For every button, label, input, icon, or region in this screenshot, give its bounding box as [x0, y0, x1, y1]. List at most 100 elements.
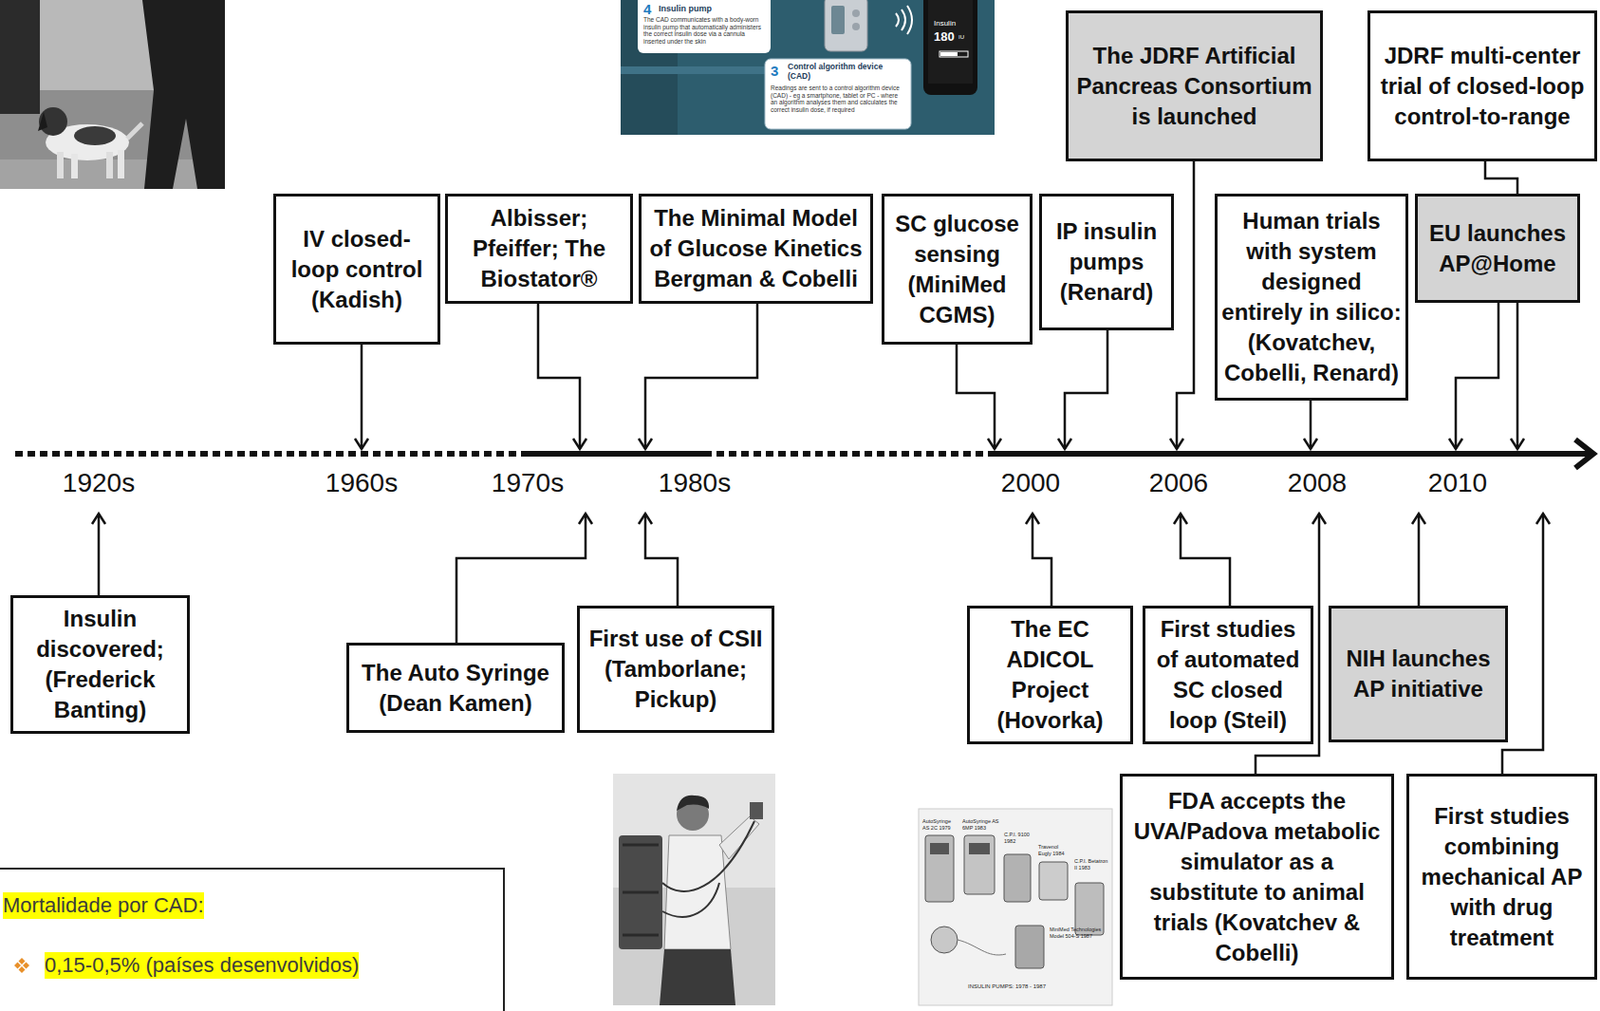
- leader-arrow: [1412, 513, 1426, 524]
- leader-arrow: [97, 513, 101, 596]
- bullet-symbol: [22, 962, 30, 969]
- node-text: The EC ADICOL Project (Hovorka): [973, 613, 1127, 736]
- banting-dog-photo: [0, 0, 225, 189]
- callout-number: 4: [643, 0, 652, 19]
- device-label: C.P.I. Betatron II 1983: [1074, 857, 1111, 871]
- year-label: 1970s: [491, 466, 564, 500]
- milestone-box: The Minimal Model of Glucose Kinetics Be…: [638, 193, 874, 304]
- closed-loop-infographic: [939, 51, 968, 57]
- leader-arrow: [1303, 438, 1318, 449]
- backpack-pump-photo: [618, 835, 663, 949]
- leader-arrow: [987, 438, 1002, 449]
- leader-arrow: [1510, 438, 1525, 449]
- milestone-box: The JDRF Artificial Pancreas Consortium …: [1065, 10, 1323, 162]
- closed-loop-infographic: [831, 5, 845, 35]
- leader-arrow: [1173, 513, 1188, 524]
- timeline-axis: [15, 450, 526, 457]
- callout-title: Control algorithm device (CAD): [787, 62, 904, 81]
- leader-arrow: [456, 513, 586, 643]
- node-text: NIH launches AP initiative: [1335, 643, 1502, 705]
- backpack-pump-photo: [676, 795, 709, 811]
- timeline-axis: [525, 450, 705, 457]
- node-text: Albisser; Pfeiffer; The Biostator®: [451, 203, 627, 295]
- leader-arrow: [638, 513, 652, 524]
- banting-dog-photo: [117, 149, 125, 179]
- node-text: 0,15-0,5% (países desenvolvidos): [44, 951, 359, 979]
- pumps-1978-1987-photo: [918, 808, 1113, 1005]
- pumps-1978-1987-photo: [968, 842, 990, 855]
- banting-dog-photo: [74, 126, 116, 146]
- backpack-pump-photo: [613, 773, 776, 1005]
- leader-arrow: [645, 513, 678, 606]
- pumps-1978-1987-photo: [957, 939, 1006, 955]
- leader-arrow: [1032, 513, 1052, 606]
- screen-value: 180: [933, 29, 955, 45]
- leader-arrow: [573, 438, 587, 449]
- node-text: First studies of automated SC closed loo…: [1149, 613, 1307, 736]
- bullet-symbol: [14, 962, 21, 969]
- node-text: The Minimal Model of Glucose Kinetics Be…: [645, 203, 867, 295]
- milestone-box: First use of CSII (Tamborlane; Pickup): [576, 605, 775, 733]
- device-label: Travenol Eugly 1984: [1038, 843, 1073, 856]
- leader-arrow: [360, 344, 364, 449]
- banting-dog-photo: [106, 151, 113, 179]
- bullet-symbol: [14, 957, 30, 973]
- node-text: FDA accepts the UVA/Padova metabolic sim…: [1126, 785, 1388, 968]
- milestone-box: IV closed-loop control (Kadish): [273, 193, 441, 345]
- leader-arrow: [1536, 513, 1550, 524]
- backpack-pump-photo: [622, 844, 659, 935]
- device-label: AutoSyringe AS 6MP 1983: [962, 818, 1001, 831]
- leader-arrow: [354, 438, 369, 449]
- node-text: Human trials with system designed entire…: [1221, 205, 1402, 389]
- leader-arrow: [1025, 513, 1040, 524]
- pumps-1978-1987-photo: [1039, 861, 1068, 900]
- banting-dog-photo: [38, 107, 68, 136]
- milestone-box: IP insulin pumps (Renard): [1039, 193, 1174, 331]
- milestone-box: Insulin discovered; (Frederick Banting): [10, 595, 190, 734]
- year-label: 1960s: [325, 466, 398, 500]
- node-text: JDRF multi-center trial of closed-loop c…: [1374, 40, 1591, 132]
- closed-loop-infographic: [852, 22, 860, 31]
- node-text: IP insulin pumps (Renard): [1045, 216, 1168, 308]
- device-label: C.P.I. 9100 1982: [1004, 831, 1035, 844]
- closed-loop-infographic: [764, 58, 912, 130]
- leader-arrow: [1064, 330, 1108, 449]
- leader-arrow: [92, 161, 1550, 774]
- milestone-box: First studies of automated SC closed loo…: [1142, 605, 1314, 745]
- node-text: Insulin discovered; (Frederick Banting): [17, 603, 184, 726]
- node-text: Mortalidade por CAD:: [2, 892, 205, 919]
- leader-arrow: [1058, 438, 1072, 449]
- year-label: 2010: [1428, 466, 1488, 500]
- backpack-pump-photo: [659, 948, 736, 1005]
- node-text: First studies combining mechanical AP wi…: [1413, 800, 1591, 953]
- pumps-1978-1987-photo: [930, 842, 949, 855]
- leader-arrow: [645, 303, 758, 449]
- milestone-box: NIH launches AP initiative: [1328, 605, 1508, 743]
- leader-arrow: [92, 513, 106, 524]
- bullet-symbol: [18, 966, 26, 973]
- banting-dog-photo: [71, 153, 78, 179]
- milestone-box: EU launches AP@Home: [1414, 193, 1581, 303]
- timeline-axis: [15, 439, 1594, 468]
- milestone-box: FDA accepts the UVA/Padova metabolic sim…: [1119, 773, 1395, 980]
- milestone-box: The Auto Syringe (Dean Kamen): [346, 642, 565, 733]
- leader-arrow: [538, 303, 580, 449]
- callout-number: 3: [770, 62, 779, 80]
- node-text: SC glucose sensing (MiniMed CGMS): [888, 208, 1026, 331]
- closed-loop-infographic: [620, 0, 995, 135]
- banting-dog-photo: [0, 0, 40, 114]
- node-text: IV closed-loop control (Kadish): [279, 223, 434, 316]
- year-label: 1920s: [62, 466, 135, 500]
- pumps-1978-1987-photo: [1004, 854, 1031, 902]
- closed-loop-infographic: [852, 9, 860, 18]
- leader-arrow: [1176, 161, 1194, 449]
- backpack-pump-photo: [664, 835, 731, 949]
- pumps-1978-1987-photo: [918, 808, 1113, 1005]
- closed-loop-infographic: [620, 0, 995, 135]
- node-text: The JDRF Artificial Pancreas Consortium …: [1072, 40, 1317, 132]
- callout-title: Insulin pump: [658, 3, 712, 15]
- milestone-box: JDRF multi-center trial of closed-loop c…: [1367, 10, 1598, 162]
- leader-arrow: [1180, 513, 1230, 606]
- leader-arrow: [1312, 513, 1326, 524]
